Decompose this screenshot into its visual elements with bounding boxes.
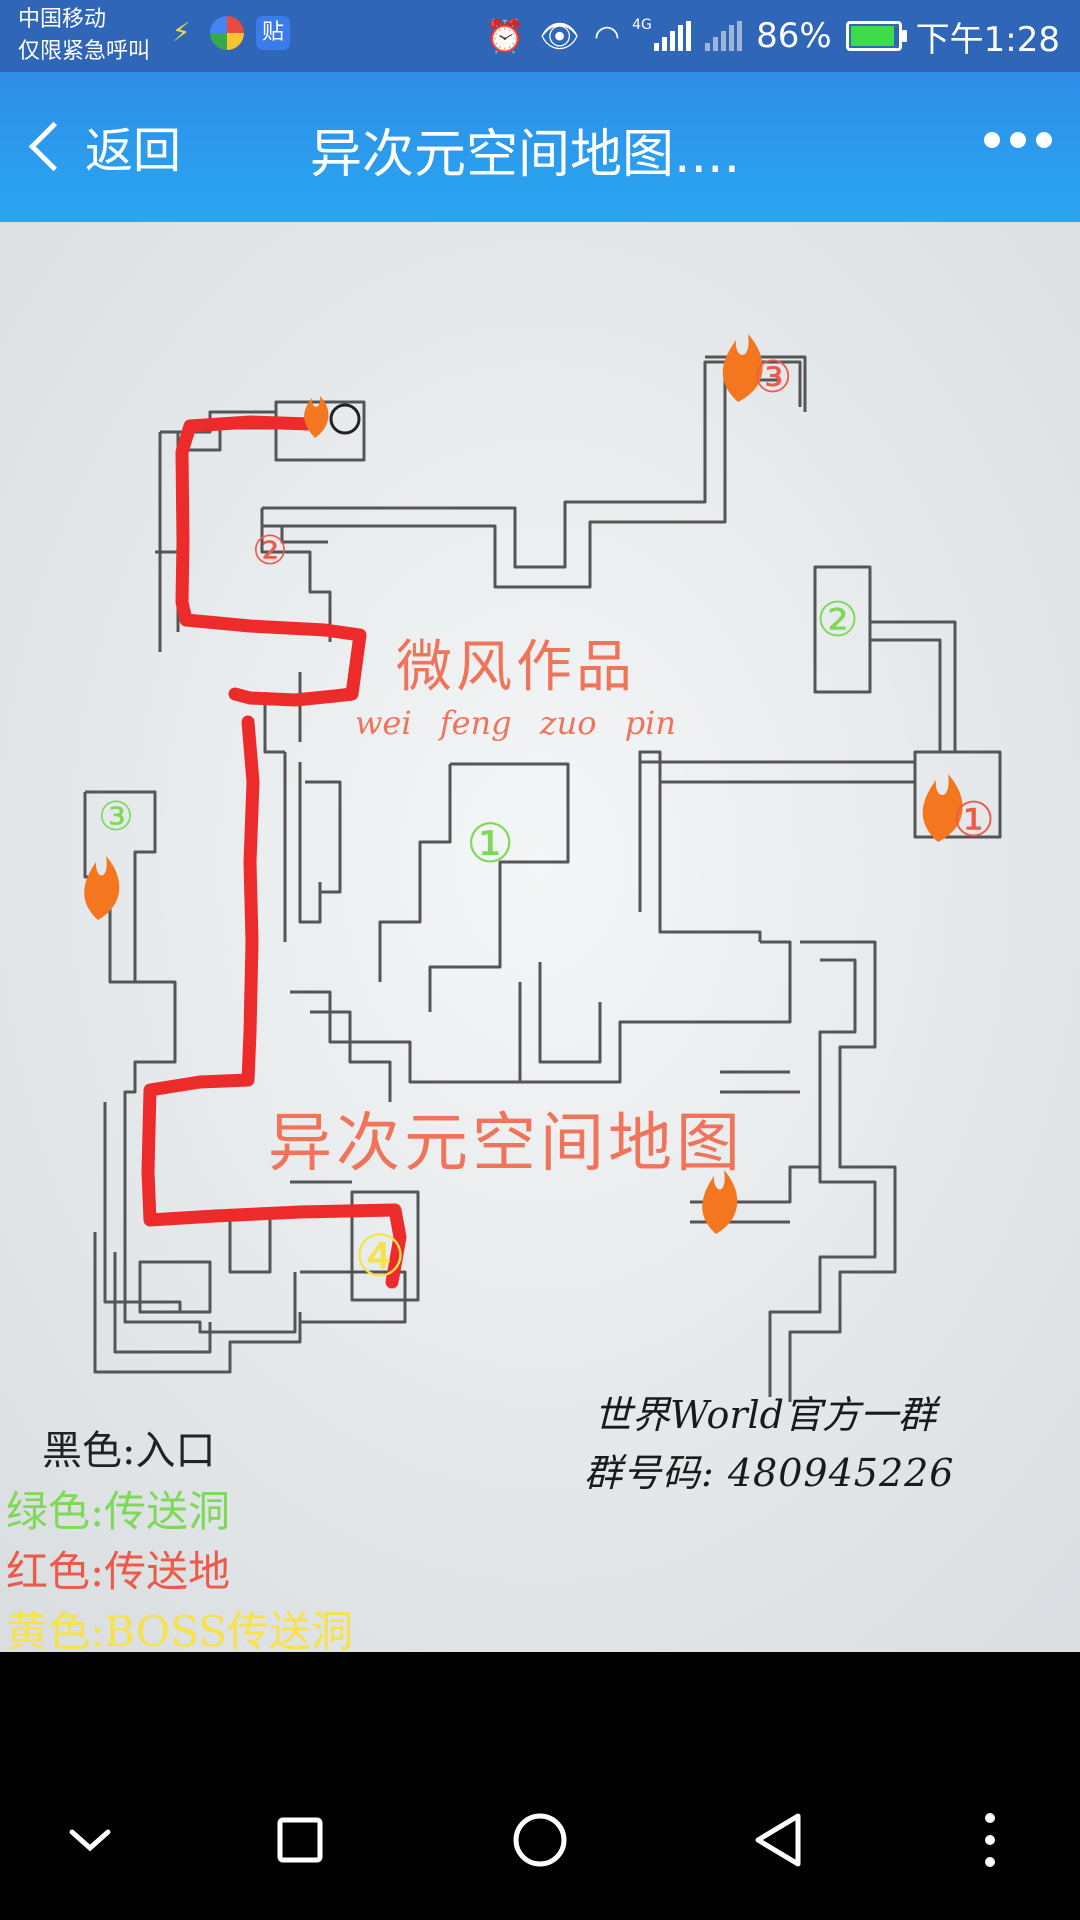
fire-icon [84, 856, 120, 920]
more-dot-icon [1036, 132, 1052, 148]
author-chinese: 微风作品 [396, 635, 636, 700]
status-bar: 中国移动 仅限紧急呼叫 ⚡ 贴 ⏰ 👁 ◠ 4G 86% 下午1:28 [0, 0, 1080, 72]
group-number: 群号码: 480945226 [584, 1451, 955, 1495]
title-bar: 返回 异次元空间地图.... [0, 72, 1080, 222]
page-title: 异次元空间地图.... [310, 125, 741, 185]
tieba-icon: 贴 [256, 16, 290, 50]
entrance-marker-icon [329, 403, 361, 435]
hide-nav-button[interactable] [50, 1800, 130, 1880]
nav-menu-button[interactable] [950, 1800, 1030, 1880]
green-marker-1: ① [466, 812, 515, 875]
status-icons: ⏰ 👁 ◠ 4G 86% 下午1:28 [485, 8, 1060, 64]
green-marker-3: ③ [98, 794, 134, 840]
clock: 下午1:28 [915, 19, 1060, 60]
red-marker-2: ② [252, 528, 288, 574]
group-name: 世界World官方一群 [594, 1393, 937, 1437]
green-marker-2: ② [816, 592, 860, 648]
legend-black: 黑色:入口 [42, 1428, 216, 1474]
app-logo-icon [210, 16, 244, 50]
legend-yellow: 黄色:BOSS传送洞 [6, 1607, 354, 1652]
route-path [141, 415, 407, 1289]
chevron-left-icon [28, 121, 79, 171]
home-button[interactable] [500, 1800, 580, 1880]
lightning-icon: ⚡ [172, 18, 191, 48]
map-drawing [0, 222, 1080, 1652]
red-marker-3: ③ [753, 352, 793, 403]
wifi-icon: ◠ [593, 18, 621, 54]
recents-button[interactable] [260, 1800, 340, 1880]
back-label: 返回 [85, 123, 182, 179]
back-nav-button[interactable] [740, 1800, 820, 1880]
back-button[interactable]: 返回 [20, 110, 181, 182]
fire-icons [84, 334, 963, 1234]
square-icon [277, 1817, 323, 1863]
more-options-button[interactable] [984, 132, 1052, 148]
fire-icon [922, 774, 963, 842]
eye-icon: 👁 [539, 17, 580, 55]
battery-icon [845, 21, 907, 51]
alarm-icon: ⏰ [485, 17, 526, 55]
red-marker-1: ① [952, 792, 996, 848]
cell-signal-2-icon [705, 21, 743, 51]
map-title-text: 异次元空间地图 [268, 1107, 744, 1181]
map-photo[interactable]: ③ ② ② ③ ① ① ④ 微风作品 wei feng zuo pin 异次元空… [0, 222, 1080, 1652]
fire-icon [304, 396, 329, 438]
carrier-note: 仅限紧急呼叫 [18, 39, 151, 64]
cell-signal-icon: 4G [632, 17, 692, 51]
fire-icon [702, 1170, 738, 1234]
more-dot-icon [984, 132, 1000, 148]
navigation-bar [0, 1760, 1080, 1920]
more-dot-icon [1010, 132, 1026, 148]
network-type: 4G [632, 17, 652, 33]
battery-percent: 86% [756, 16, 832, 56]
legend-green: 绿色:传送洞 [6, 1487, 231, 1536]
triangle-back-icon [755, 1813, 801, 1867]
circle-icon [513, 1813, 567, 1867]
fire-icon [722, 334, 763, 402]
chevron-down-icon [69, 1829, 111, 1852]
carrier-name: 中国移动 [18, 7, 107, 32]
yellow-marker-4: ④ [354, 1222, 406, 1290]
legend-red: 红色:传送地 [6, 1547, 231, 1596]
author-pinyin: wei feng zuo pin [355, 704, 677, 742]
map-walls [83, 355, 1002, 1402]
